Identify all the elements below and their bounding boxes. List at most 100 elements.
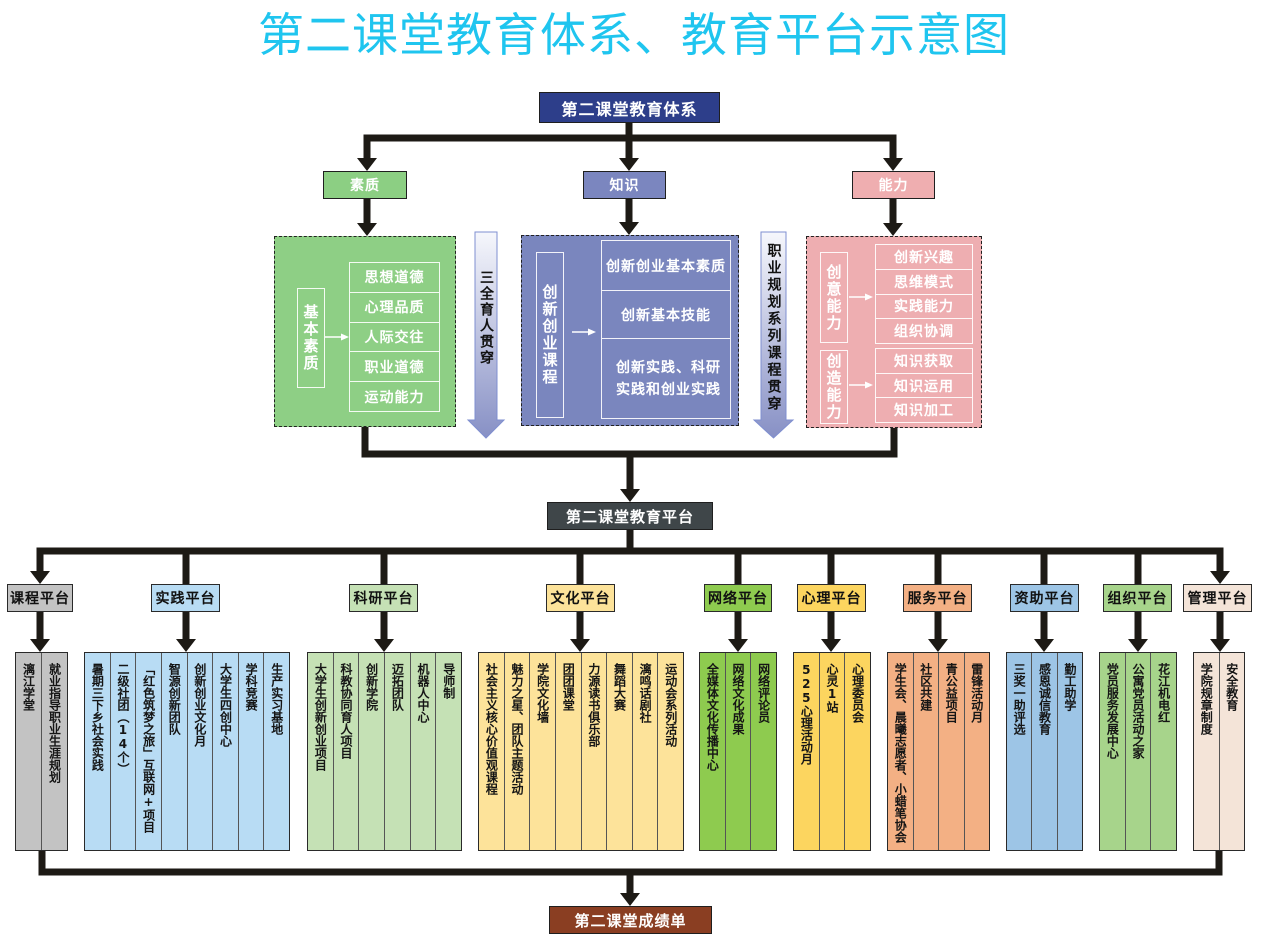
platform-item-text: 运动会系列活动 [663,663,678,747]
connector-platform-to-items [36,612,1224,640]
platform-item-text: 团团课堂 [561,663,576,711]
platform-item: 学院规章制度 [1194,653,1219,850]
arrow-right-icon [849,381,873,389]
platform-item-text: 生产实习基地 [269,663,284,735]
platform-item: 团团课堂 [554,653,581,850]
platform-item: 网络文化成果 [724,653,751,850]
platform-item-text: 智源创新团队 [167,663,182,735]
platform-practice: 实践平台 [151,584,220,612]
platform-item-text: 就业指导职业生涯规划 [47,663,62,783]
quality-panel [274,236,456,427]
arrowhead-items-6 [928,639,948,652]
platform-service-items: 学生会、晨曦志愿者、小蜡笔协会 社区共建 青公益项目 雷锋活动月 [887,652,990,851]
ability-item: 知识运用 [876,372,972,398]
ability-item: 思维模式 [876,268,972,294]
arrowhead-items-8 [1128,639,1148,652]
platform-item: 525心理活动月 [794,653,819,850]
through-arrow-sanquan [466,231,506,439]
arrowhead-platform-root [620,489,640,502]
platform-item: 机器人中心 [409,653,436,850]
platform-practice-items: 暑期三下乡社会实践 二级社团（14个） 「红色筑梦之旅」互联网+项目 智源创新团… [84,652,290,851]
platform-item-text: 创新创业文化月 [192,663,207,747]
arrowhead-items-7 [1034,639,1054,652]
arrow-right-icon [325,333,349,341]
arrowhead-items-0 [30,639,50,652]
platform-item-text: 舞蹈大赛 [612,663,627,711]
platform-item-text: 感恩诚信教育 [1037,663,1052,735]
platform-item: 创新学院 [358,653,384,850]
ability-item: 实践能力 [876,293,972,319]
platform-item-text: 科教协同育人项目 [339,663,353,759]
arrowhead-items-3 [570,639,590,652]
platform-item-text: 雷锋活动月 [969,663,984,723]
arrowhead-result [620,893,640,906]
platform-item-text: 魅力之星、团队主题活动 [509,663,524,795]
platform-item: 青公益项目 [938,653,964,850]
platform-management: 管理平台 [1183,584,1252,612]
through-arrow-career [752,231,795,439]
quality-item: 职业道德 [350,351,439,381]
creative-ability-label: 创意能力 [820,252,848,343]
platform-item: 党员服务发展中心 [1100,653,1125,850]
platform-item-text: 大学生四创中心 [218,663,233,747]
platform-item-text: 导师制 [441,663,456,699]
platform-organization-items: 党员服务发展中心 公寓党员活动之家 花江机电红 [1099,652,1177,851]
constructive-ability-item-list: 知识获取 知识运用 知识加工 [875,348,973,423]
platform-item-text: 学院规章制度 [1199,663,1214,735]
constructive-ability-label-text: 创造能力 [824,353,843,421]
platform-item: 社会主义核心价值观课程 [479,653,504,850]
through-arrow-sanquan-label: 三全育人贯穿 [475,270,497,366]
platform-item: 漓江学堂 [16,653,41,850]
arrowhead-items-9 [1210,639,1230,652]
platform-item-text: 青公益项目 [944,663,959,723]
platform-item-text: 大学生创新创业项目 [313,663,328,771]
platform-item: 二级社团（14个） [109,653,136,850]
ability-item: 知识获取 [894,353,954,370]
platform-item-text: 公寓党员活动之家 [1131,663,1145,759]
platform-item-text: 学科竞赛 [244,663,259,711]
quality-node: 素质 [323,171,407,199]
arrowhead-quality [357,158,377,171]
quality-group-label-text: 基本素质 [301,304,320,372]
ability-node: 能力 [852,171,935,199]
platform-item: 雷锋活动月 [963,653,990,850]
platform-item: 科教协同育人项目 [332,653,359,850]
platform-psychology-items: 525心理活动月 心灵1站 心理委员会 [793,652,871,851]
platform-item: 智源创新团队 [160,653,187,850]
platform-item-text: 党员服务发展中心 [1105,663,1120,759]
platform-item-text: 暑期三下乡社会实践 [90,663,105,771]
platform-item: 大学生四创中心 [212,653,238,850]
quality-item: 心理品质 [350,291,439,322]
connector-platform-drop [182,551,1142,584]
arrow-right-icon [572,328,596,336]
platform-item-text: 心灵1站 [825,663,839,713]
through-arrow-sanquan-text: 三全育人贯穿 [478,270,494,366]
arrowhead-knowledge-panel [619,222,639,235]
platform-item-text: 网络文化成果 [731,663,745,735]
ability-item: 组织协调 [876,318,972,343]
connector-merge [361,427,898,458]
platform-item: 漓鸣话剧社 [631,653,658,850]
platform-funding: 资助平台 [1010,584,1079,612]
ability-item: 创新兴趣 [894,249,954,266]
knowledge-node: 知识 [583,171,666,199]
quality-item-list: 思想道德 心理品质 人际交往 职业道德 运动能力 [349,262,440,412]
platform-item-text: 机器人中心 [416,663,431,723]
platform-item: 社区共建 [912,653,939,850]
platform-item: 学院文化墙 [529,653,555,850]
platform-item-text: 漓鸣话剧社 [638,663,653,723]
through-arrow-career-label: 职业规划系列课程贯穿 [761,243,786,413]
knowledge-item: 创新实践、科研实践和创业实践 [602,338,730,418]
platform-item-text: 网络评论员 [756,663,771,723]
arrowhead-items-2 [374,639,394,652]
system-root-node: 第二课堂教育体系 [539,92,720,123]
platform-item-text: 525心理活动月 [799,663,814,765]
platform-item-text: 全媒体文化传播中心 [705,663,720,771]
knowledge-panel [521,235,739,426]
knowledge-item-list: 创新创业基本素质 创新基本技能 创新实践、科研实践和创业实践 [601,240,731,419]
platform-item-text: 社区共建 [918,663,933,711]
platform-item-text: 学生会、晨曦志愿者、小蜡笔协会 [893,663,908,843]
platform-culture-items: 社会主义核心价值观课程 魅力之星、团队主题活动 学院文化墙 团团课堂 力源读书俱… [478,652,684,851]
knowledge-group-label: 创新创业课程 [536,252,564,418]
